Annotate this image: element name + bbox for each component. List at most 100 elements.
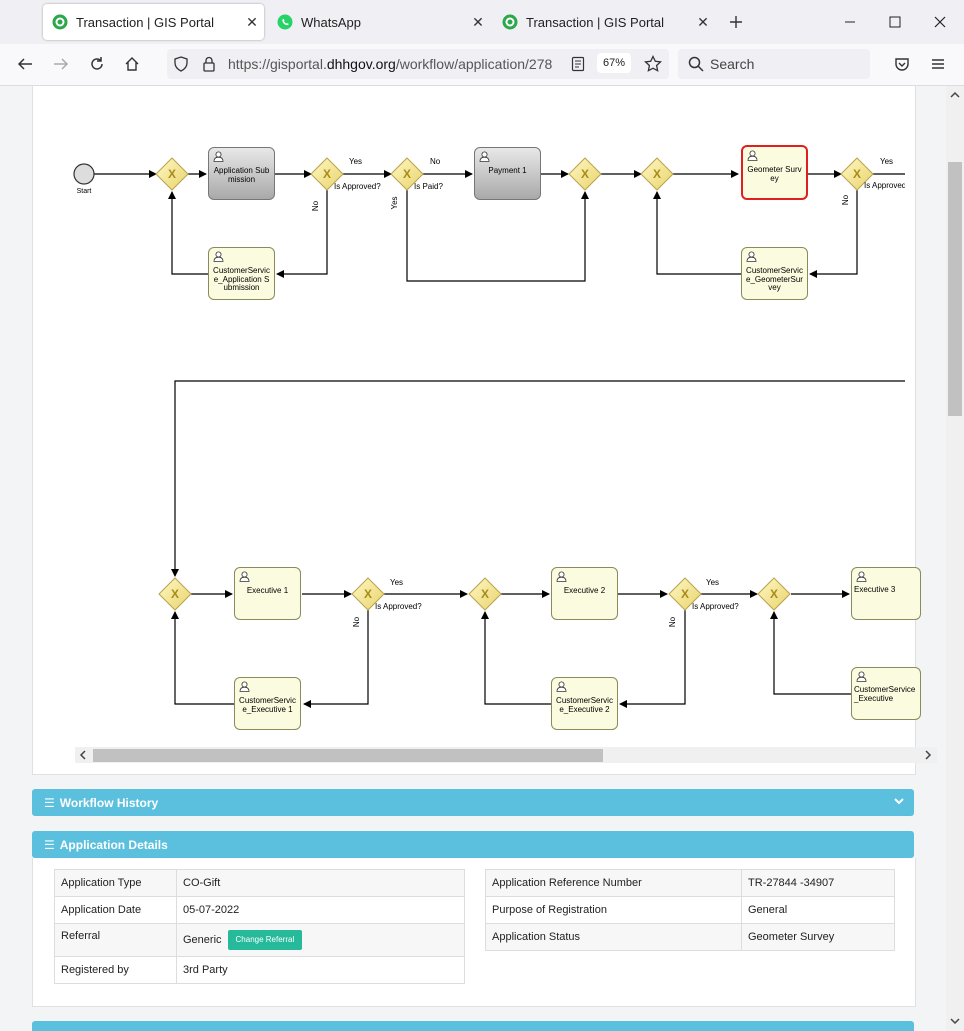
user-task-icon [479,151,490,162]
scroll-up-icon[interactable] [950,90,960,98]
field-label: Purpose of Registration [485,896,742,924]
menu-button[interactable] [924,50,952,78]
field-value: 05-07-2022 [176,896,465,924]
home-icon [125,57,139,71]
field-value: 3rd Party [176,956,465,984]
close-tab-icon[interactable]: ✕ [697,13,709,30]
scroll-left-icon[interactable] [78,750,88,760]
tab-bar: Transaction | GIS Portal ✕ WhatsApp ✕ Tr… [0,0,964,44]
tab-gis-portal-2[interactable]: Transaction | GIS Portal ✕ [493,4,715,40]
user-task-icon [213,151,224,162]
reader-view-icon[interactable] [571,56,585,72]
reload-button[interactable] [83,50,111,78]
close-tab-icon[interactable]: ✕ [472,13,484,30]
tab-title: Transaction | GIS Portal [76,14,215,30]
task-geometer-survey[interactable]: Geometer Survey [741,145,808,200]
vertical-scroll-thumb[interactable] [948,162,962,416]
minimize-button[interactable] [835,8,865,36]
maximize-button[interactable] [880,8,910,36]
gateway: X [468,577,502,611]
bookmark-star-icon[interactable] [644,55,662,73]
search-box[interactable]: Search [678,49,870,79]
svg-text:X: X [653,167,661,181]
field-label: Application Type [54,869,177,897]
pocket-icon [895,58,909,71]
panel-title: Application Details [59,837,168,852]
task-cs-app-submission[interactable]: CustomerService_Application Submission [208,247,275,300]
task-cs-geometer-survey[interactable]: CustomerService_GeometerSurvey [741,247,808,300]
task-executive1[interactable]: Executive 1 [234,567,301,620]
change-referral-button[interactable]: Change Referral [227,930,303,950]
horizontal-scrollbar[interactable] [75,747,937,763]
field-value: Geometer Survey [741,923,895,951]
task-payment1[interactable]: Payment 1 [474,147,541,200]
pocket-button[interactable] [888,50,916,78]
task-cs-executive1[interactable]: CustomerService_Executive 1 [234,677,301,730]
url-text[interactable]: https://gisportal.dhhgov.org/workflow/ap… [228,56,558,72]
shield-icon[interactable] [173,56,189,72]
reload-icon [91,57,103,70]
task-label: CustomerService_Executive 1 [239,696,296,714]
flow-label-no: No [430,157,441,166]
navigation-toolbar: https://gisportal.dhhgov.org/workflow/ap… [0,44,964,86]
task-label: CustomerService_GeometerSurvey [746,266,803,292]
svg-text:X: X [681,587,689,601]
field-value: CO-Gift [176,869,465,897]
field-label: Application Status [485,923,742,951]
svg-text:X: X [481,587,489,601]
task-executive3[interactable]: Executive 3 [851,567,921,620]
vertical-scrollbar[interactable] [946,86,964,1031]
task-label: Executive 1 [246,586,289,595]
close-window-button[interactable] [925,8,955,36]
task-label: Executive 3 [854,585,896,594]
task-executive2[interactable]: Executive 2 [551,567,618,620]
task-app-submission[interactable]: Application Submission [208,147,275,200]
application-details-panel-header[interactable]: ☰ Application Details [32,831,914,858]
url-bar[interactable]: https://gisportal.dhhgov.org/workflow/ap… [167,49,669,79]
task-cs-executive3[interactable]: CustomerService_Executive [851,667,921,720]
field-value: General [741,896,895,924]
table-row: Application Type CO-Gift [54,869,465,897]
url-prefix: https://gisportal. [228,56,327,72]
svg-text:X: X [581,167,589,181]
flow-label-no: No [352,616,361,627]
maximize-icon [889,16,901,28]
next-panel-header[interactable] [32,1021,914,1031]
chevron-down-icon[interactable] [894,798,904,806]
field-label: Referral [54,923,177,957]
close-tab-icon[interactable]: ✕ [246,13,258,30]
workflow-diagram-card: Start X X X X X X X X X X X Yes Is Appro… [32,86,937,775]
zoom-level-badge[interactable]: 67% [597,53,631,73]
start-label: Start [77,188,92,195]
new-tab-button[interactable] [721,8,751,36]
gateway: X [310,157,344,191]
search-icon [688,56,704,72]
field-value: Generic [183,933,222,946]
user-task-icon [856,571,867,582]
scroll-right-icon[interactable] [923,750,933,760]
plus-icon [730,16,742,28]
forward-button[interactable] [47,50,75,78]
task-cs-executive2[interactable]: CustomerService_Executive 2 [551,677,618,730]
table-row: Application Status Geometer Survey [485,923,895,951]
flow-label-yes: Yes [349,157,362,166]
tab-whatsapp[interactable]: WhatsApp ✕ [268,4,490,40]
home-button[interactable] [118,50,146,78]
gis-portal-favicon-icon [502,14,518,30]
back-button[interactable] [11,50,39,78]
tab-title: Transaction | GIS Portal [526,14,665,30]
workflow-history-panel-header[interactable]: ☰ Workflow History [32,789,914,816]
task-label: CustomerService_Executive [854,685,916,703]
user-task-icon [239,571,250,582]
user-task-icon [746,251,757,262]
details-table-left: Application Type CO-Gift Application Dat… [54,869,465,984]
tab-gis-portal-active[interactable]: Transaction | GIS Portal ✕ [43,4,264,40]
task-label: Geometer Survey [747,165,802,183]
horizontal-scroll-thumb[interactable] [93,749,603,762]
list-icon: ☰ [44,837,55,852]
field-label: Application Date [54,896,177,924]
lock-icon[interactable] [202,56,216,72]
field-value-cell: Generic Change Referral [176,923,465,957]
svg-text:X: X [171,587,179,601]
scroll-down-icon[interactable] [950,1018,960,1026]
